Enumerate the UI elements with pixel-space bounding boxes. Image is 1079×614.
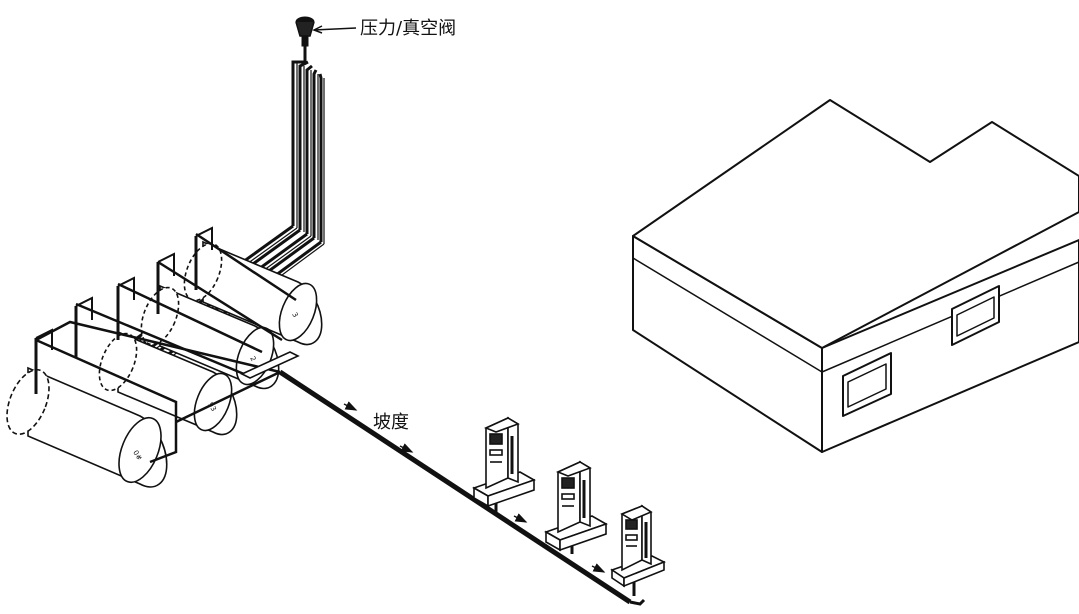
- fuel-dispenser-1: [472, 416, 536, 508]
- slope-arrow-1: [343, 401, 358, 411]
- building-window-1: [842, 352, 892, 417]
- tank-4: [6, 366, 168, 488]
- valve-label: 压力/真空阀: [360, 18, 457, 39]
- fuel-dispenser-3: [610, 504, 666, 588]
- fuel-dispenser-2: [544, 460, 608, 552]
- tank-3: [98, 330, 238, 436]
- svg-text:93: 93: [206, 401, 217, 413]
- pressure-vacuum-valve-icon: [295, 16, 315, 47]
- slope-arrow-4: [591, 563, 606, 573]
- slope-arrow-3: [513, 513, 528, 523]
- slope-arrow-2: [399, 443, 414, 453]
- tank-manifold: [34, 226, 300, 464]
- station-building: [632, 99, 1079, 453]
- svg-text:2: 2: [248, 355, 257, 363]
- slope-label: 坡度: [373, 412, 409, 433]
- building-window-2: [951, 285, 1000, 346]
- svg-text:3: 3: [290, 311, 299, 319]
- building-roof: [632, 99, 1079, 349]
